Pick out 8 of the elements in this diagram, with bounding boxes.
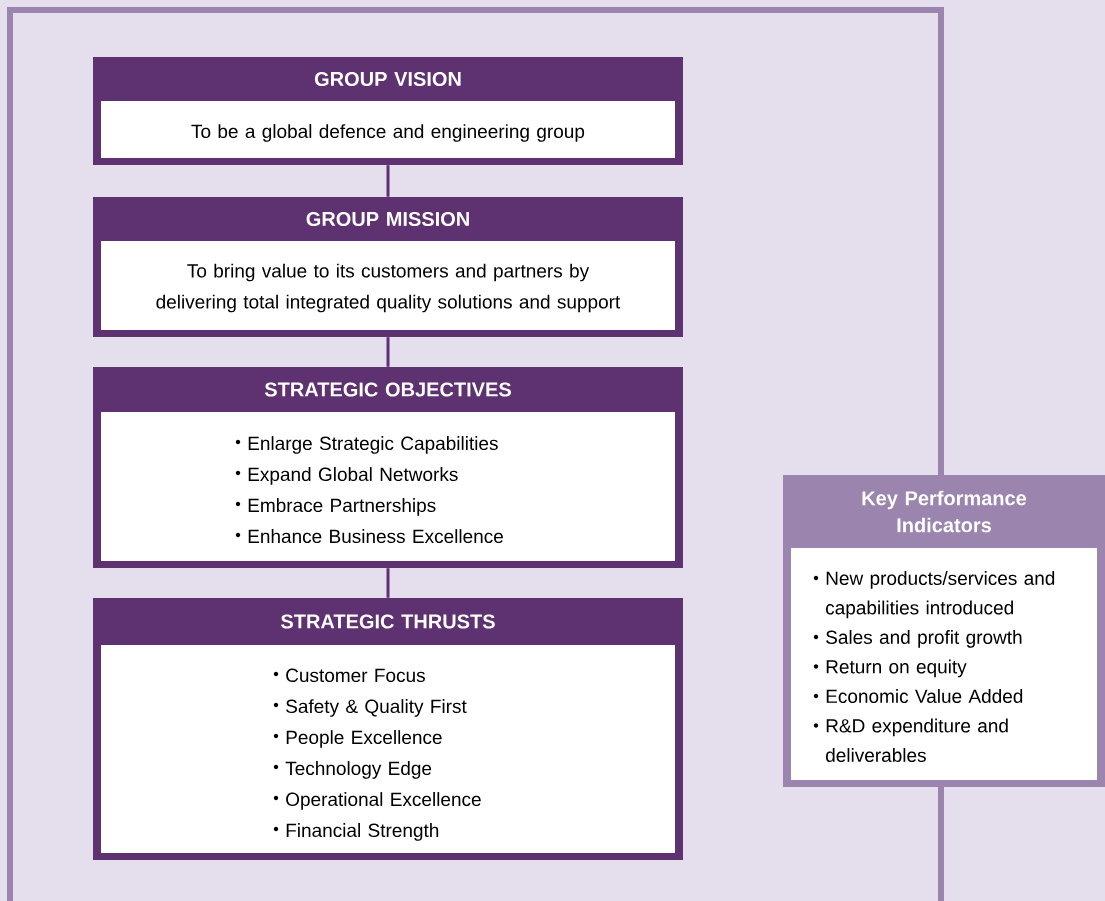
labelled-box: Key Performance Indicators New products/services and capabilities introduced Sales and profit growth Return on equity Economic Value Added R&D expenditure and deliverables <box>783 475 1105 787</box>
labelled-box: STRATEGIC OBJECTIVES Enlarge Strategic Capabilities Expand Global Networks Embrace Partnerships Enhance Business Excellence <box>93 367 683 568</box>
labelled-box: GROUP VISION To be a global defence and engineering group <box>93 57 683 165</box>
labelled-box: GROUP MISSION To bring value to its customers and partners by delivering total integrated quality solutions and support <box>93 197 683 337</box>
labelled-box: STRATEGIC THRUSTS Customer Focus Safety & Quality First People Excellence Technology Edge Operational Excellence Financial Strength <box>93 598 683 860</box>
connector-line <box>386 337 390 367</box>
connector-line <box>386 165 390 197</box>
connector-line <box>386 568 390 598</box>
